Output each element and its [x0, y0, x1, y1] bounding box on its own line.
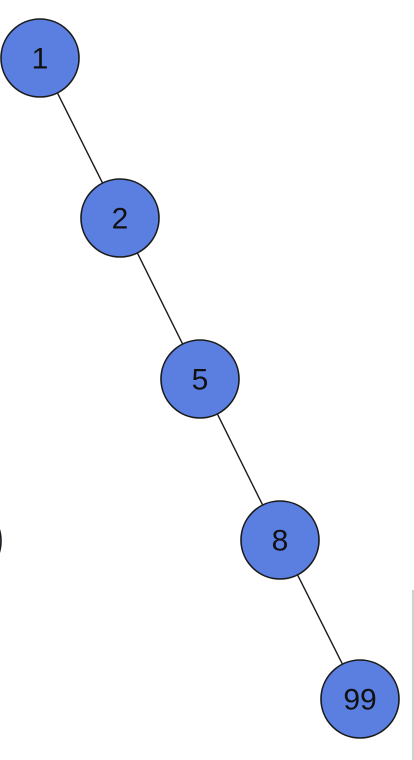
tree-edge-n5-n8	[216, 413, 264, 506]
tree-node-8: 8	[240, 500, 320, 580]
tree-node-label: 2	[112, 203, 129, 236]
tree-node-circle	[320, 659, 400, 739]
tree-node-label: 1	[32, 43, 49, 76]
tree-node-2: 2	[80, 178, 160, 258]
tree-node-circle	[240, 500, 320, 580]
tree-node-circle	[0, 18, 80, 98]
tree-node-circle	[80, 178, 160, 258]
tree-edge-n2-n5	[136, 252, 184, 345]
tree-node-label: 99	[343, 684, 376, 717]
tree-node-label: 5	[192, 364, 209, 397]
tree-node-99: 99	[320, 659, 400, 739]
tree-node-label: 8	[272, 525, 289, 558]
tree-edges	[56, 92, 344, 665]
tree-node-1: 1	[0, 18, 80, 98]
tree-node-circle	[160, 339, 240, 419]
tree-node-5: 5	[160, 339, 240, 419]
partial-node-left	[0, 528, 2, 554]
tree-edge-n1-n2	[56, 92, 104, 184]
tree-edge-n8-n99	[296, 574, 344, 665]
tree-nodes: 1 2 5 8 99	[0, 18, 400, 739]
